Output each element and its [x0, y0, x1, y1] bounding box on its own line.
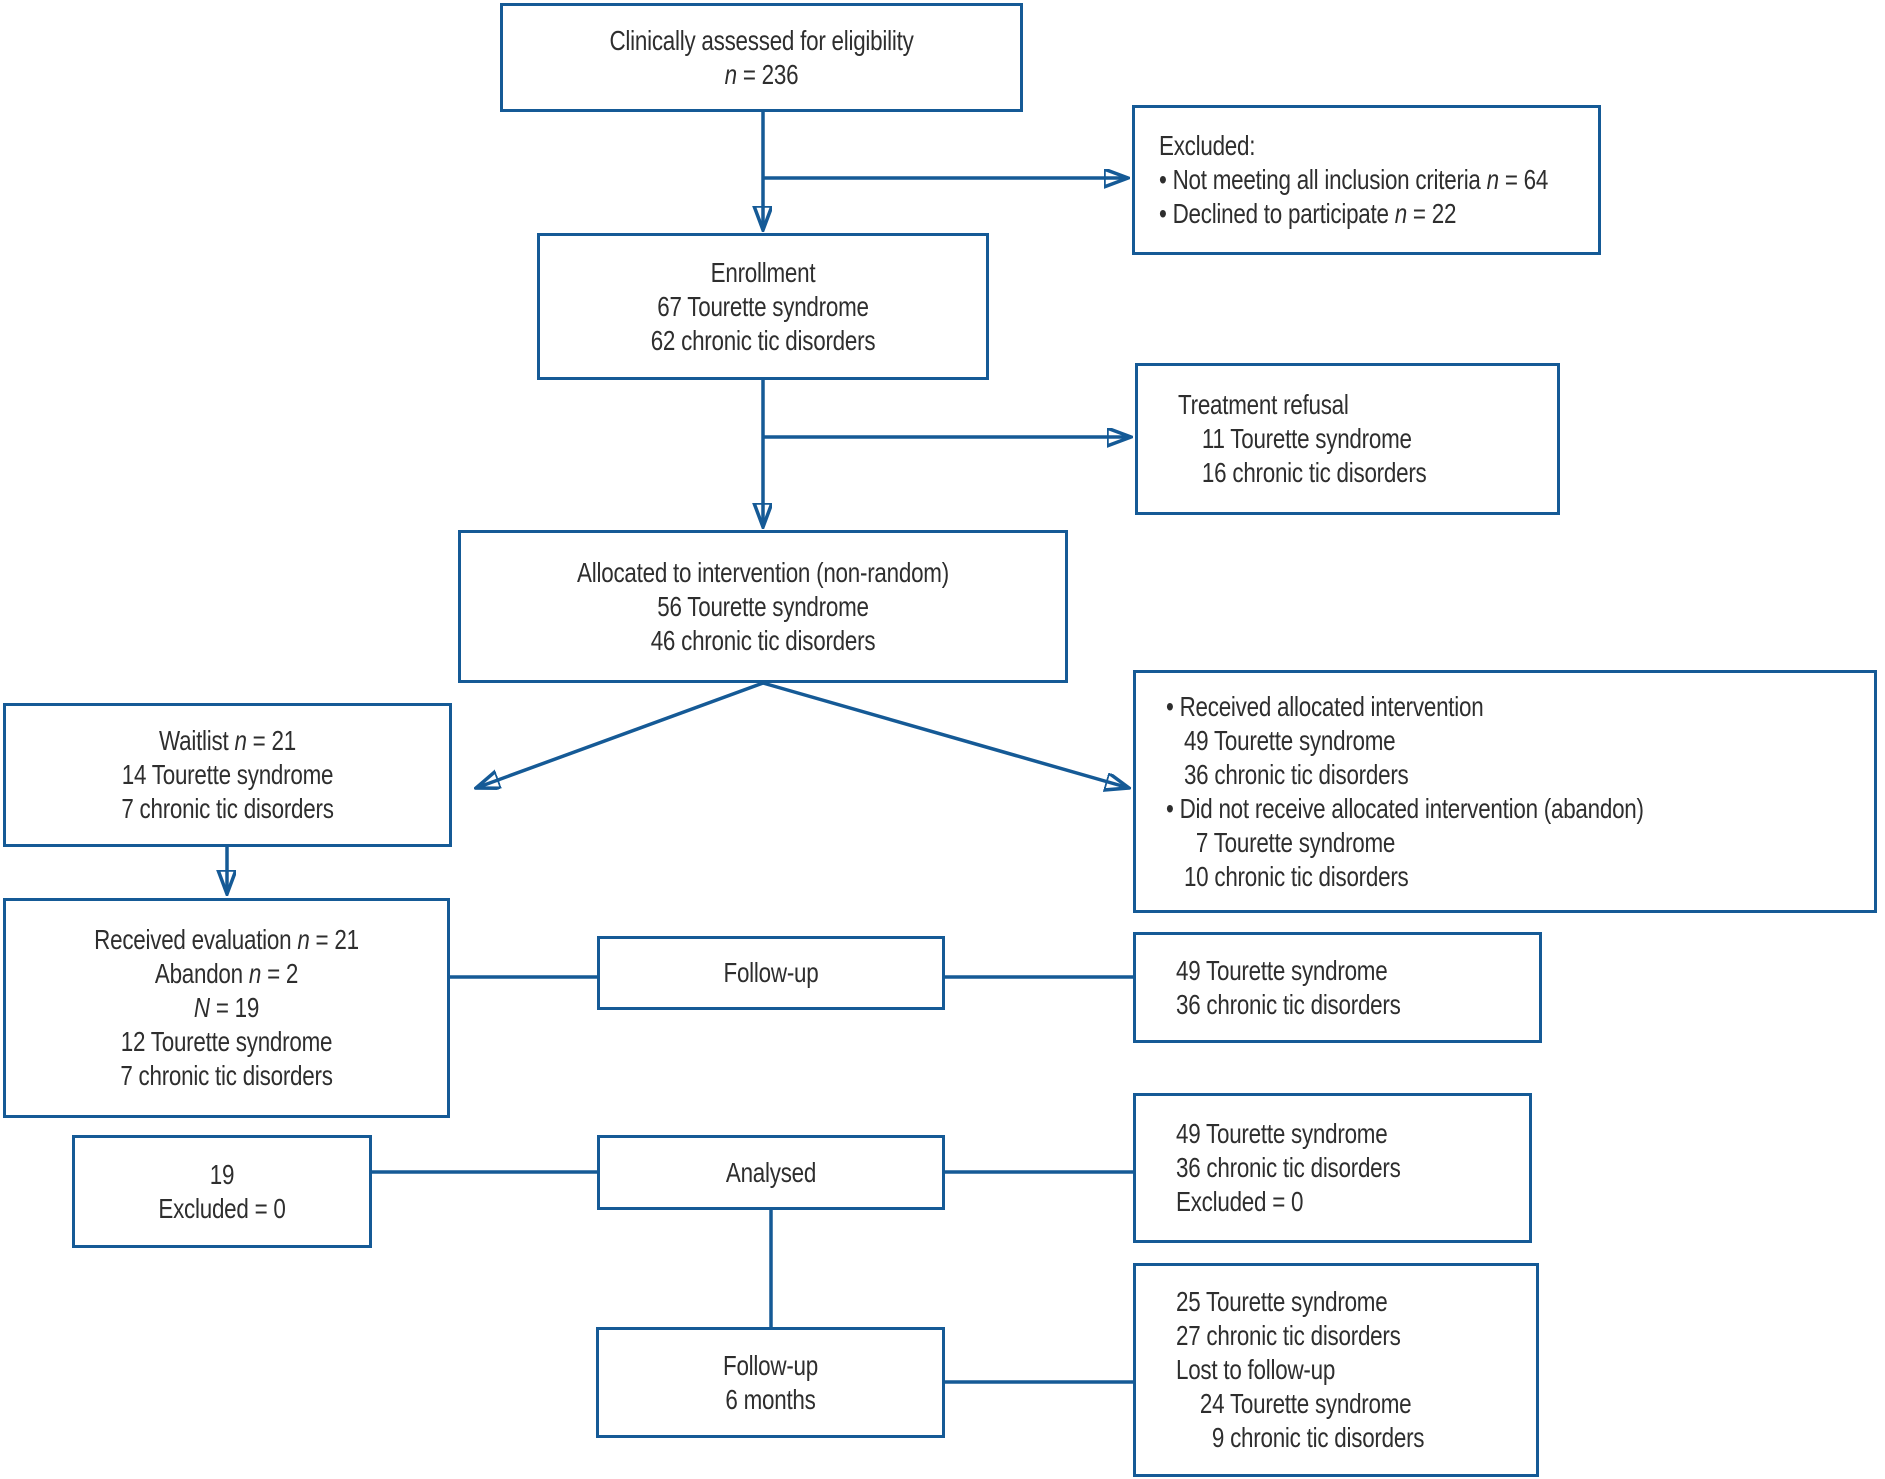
box-treatment-refusal-text: Treatment refusal 11 Tourette syndrome 1…	[1178, 389, 1427, 488]
box-treatment-refusal: Treatment refusal 11 Tourette syndrome 1…	[1135, 363, 1560, 515]
box-allocated-intervention-text: Allocated to intervention (non-random)56…	[577, 556, 949, 656]
box-received-allocated-intervention: • Received allocated intervention 49 Tou…	[1133, 670, 1877, 913]
box-received-allocated-intervention-text: • Received allocated intervention 49 Tou…	[1166, 690, 1644, 892]
box-followup-text: Follow-up	[723, 957, 819, 988]
box-analysed-text: Analysed	[725, 1156, 817, 1188]
box-excluded-text: Excluded:• Not meeting all inclusion cri…	[1159, 130, 1549, 229]
connector-allocated-to-received	[762, 681, 1129, 788]
box-allocated-intervention: Allocated to intervention (non-random)56…	[458, 530, 1068, 683]
box-analysed: Analysed	[597, 1135, 945, 1210]
connector-allocated-to-waitlist	[476, 681, 764, 788]
box-excluded: Excluded:• Not meeting all inclusion cri…	[1132, 105, 1601, 255]
box-followup: Follow-up	[597, 936, 945, 1010]
